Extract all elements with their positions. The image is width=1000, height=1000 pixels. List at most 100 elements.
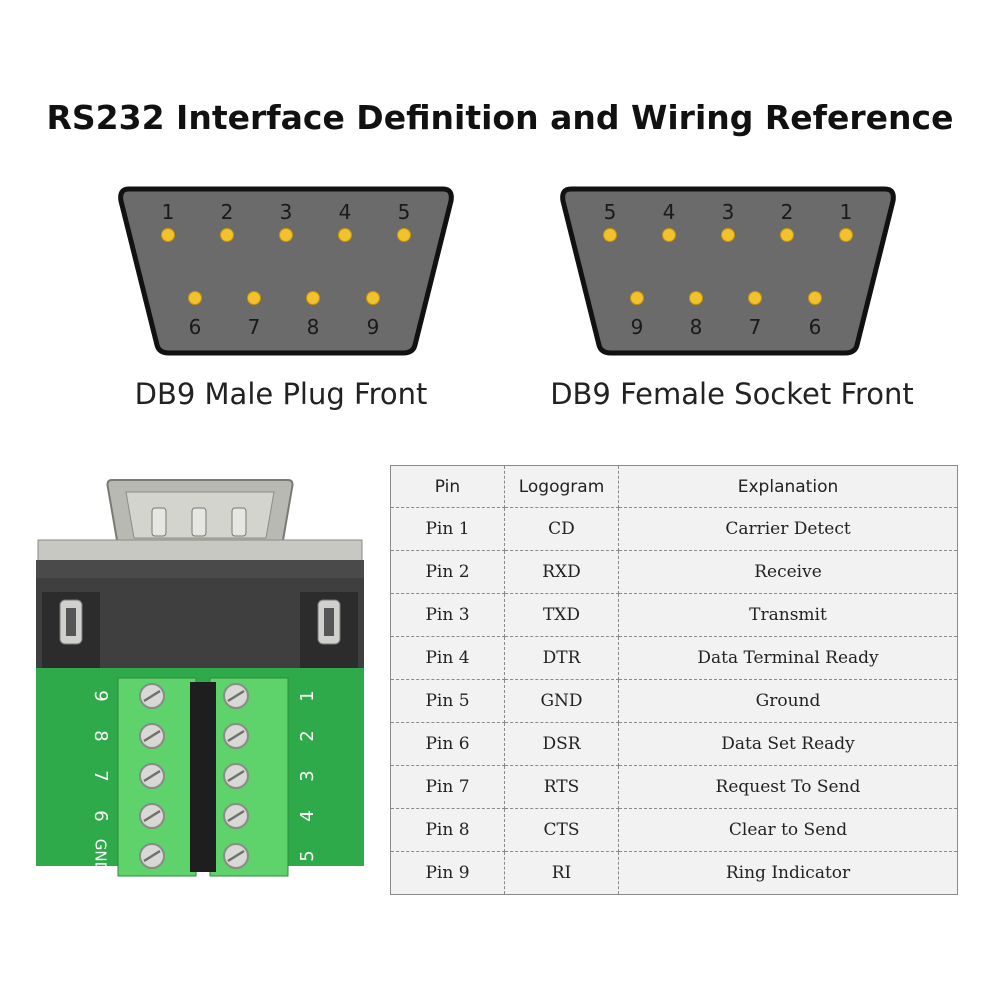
board-left-silkscreen-label: GND [92,839,110,873]
screw-slot [143,769,161,783]
female-pin-number: 8 [690,315,703,339]
female-pin-number: 1 [840,200,853,224]
female-pin-dot [689,291,703,305]
pin-cell: Pin 6 [390,722,505,766]
header-explanation: Explanation [618,465,958,508]
explanation-cell: Data Set Ready [618,722,958,766]
female-pin-dot [662,228,676,242]
female-caption: DB9 Female Socket Front [550,377,914,411]
female-pin-number: 4 [663,200,676,224]
male-caption: DB9 Male Plug Front [134,377,428,411]
male-pin-dot [188,291,202,305]
male-pin-number: 4 [339,200,352,224]
male-pin-dot [220,228,234,242]
female-shell [560,186,896,356]
male-pin-number: 7 [248,315,261,339]
female-pin-number: 5 [604,200,617,224]
logogram-cell: DTR [504,636,619,680]
male-pin-dot [247,291,261,305]
logogram-cell: RI [504,851,619,895]
female-pin-number: 9 [631,315,644,339]
screw-slot [143,729,161,743]
board-left-silkscreen-label: 7 [90,770,111,781]
logogram-cell: GND [504,679,619,723]
board-right-silkscreen-label: 5 [297,850,318,861]
pin-cell: Pin 1 [390,507,505,551]
pin-cell: Pin 4 [390,636,505,680]
explanation-cell: Data Terminal Ready [618,636,958,680]
screw-slot [227,729,245,743]
male-pin-dot [279,228,293,242]
pin-cell: Pin 8 [390,808,505,852]
db9-female-diagram: 5 4 3 2 1 9 8 7 6 [560,186,896,356]
screw-slot [143,689,161,703]
male-pin-dot [338,228,352,242]
page-title: RS232 Interface Definition and Wiring Re… [46,98,954,137]
female-pin-dot [721,228,735,242]
logogram-cell: RXD [504,550,619,594]
female-pin-number: 7 [749,315,762,339]
logogram-cell: CD [504,507,619,551]
female-pin-dot [748,291,762,305]
female-pin-number: 3 [722,200,735,224]
pin-cell: Pin 2 [390,550,505,594]
explanation-cell: Request To Send [618,765,958,809]
board-right-silkscreen-label: 2 [297,730,318,741]
screw-slot [143,849,161,863]
screw-slot [227,689,245,703]
female-pin-number: 2 [781,200,794,224]
screw-slot [227,769,245,783]
board-right-silkscreen-label: 4 [297,810,318,821]
logogram-cell: RTS [504,765,619,809]
explanation-cell: Ground [618,679,958,723]
pin-cell: Pin 5 [390,679,505,723]
male-shell [118,186,454,356]
female-pin-dot [780,228,794,242]
logogram-cell: TXD [504,593,619,637]
header-logogram: Logogram [504,465,619,508]
male-pin-number: 1 [162,200,175,224]
table-header-row: Pin Logogram Explanation [390,465,958,508]
female-pin-dot [839,228,853,242]
female-pin-dot [603,228,617,242]
logogram-cell: DSR [504,722,619,766]
explanation-cell: Carrier Detect [618,507,958,551]
male-pin-number: 9 [367,315,380,339]
male-pin-number: 2 [221,200,234,224]
female-pin-dot [630,291,644,305]
screw-slot [227,849,245,863]
male-pin-number: 8 [307,315,320,339]
female-pin-number: 6 [809,315,822,339]
explanation-cell: Ring Indicator [618,851,958,895]
board-right-silkscreen-label: 1 [297,690,318,701]
female-pin-dot [808,291,822,305]
logogram-cell: CTS [504,808,619,852]
board-left-silkscreen-label: 9 [90,690,111,701]
board-left-silkscreen-label: 6 [90,810,111,821]
board-left-silkscreen-label: 8 [90,730,111,741]
pin-cell: Pin 3 [390,593,505,637]
male-pin-dot [366,291,380,305]
explanation-cell: Transmit [618,593,958,637]
male-pin-dot [306,291,320,305]
header-pin: Pin [390,465,505,508]
male-pin-dot [161,228,175,242]
explanation-cell: Receive [618,550,958,594]
male-pin-number: 5 [398,200,411,224]
pin-cell: Pin 9 [390,851,505,895]
explanation-cell: Clear to Send [618,808,958,852]
male-pin-number: 3 [280,200,293,224]
screw-slot [143,809,161,823]
male-pin-number: 6 [189,315,202,339]
